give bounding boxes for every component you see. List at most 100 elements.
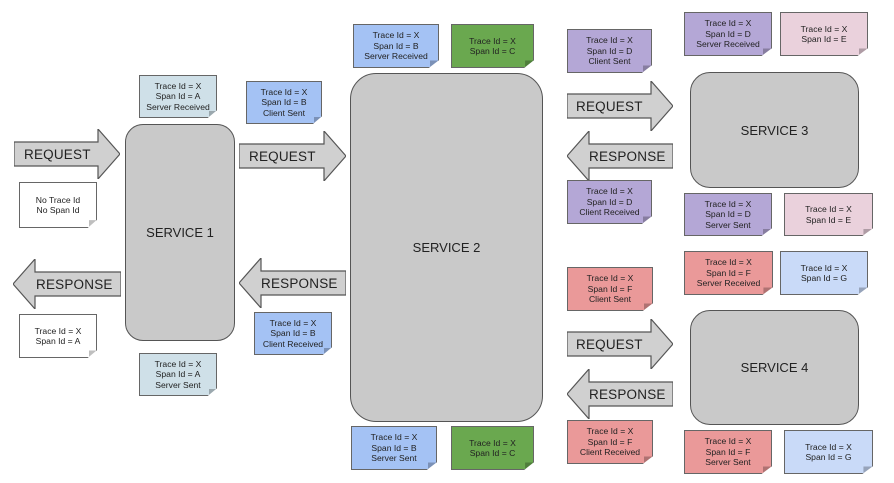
note-f-client-received: Trace Id = X Span Id = F Client Received — [567, 420, 653, 464]
note-d-server-sent: Trace Id = X Span Id = D Server Sent — [684, 193, 772, 236]
note-line: Span Id = A — [155, 91, 201, 102]
response-arrow-1: RESPONSE — [13, 259, 121, 309]
note-s1-server-sent: Trace Id = X Span Id = A Server Sent — [139, 353, 217, 396]
note-line: Trace Id = X — [704, 198, 752, 209]
note-b-client-sent: Trace Id = X Span Id = B Client Sent — [246, 81, 322, 124]
note-line: Span Id = F — [706, 267, 751, 278]
note-line: Trace Id = X — [704, 18, 752, 29]
note-line: Span Id = E — [805, 214, 852, 225]
note-s1-server-received: Trace Id = X Span Id = A Server Received — [139, 75, 217, 118]
note-line: Span Id = B — [371, 442, 417, 453]
note-line: Trace Id = X — [586, 186, 633, 197]
note-line: Trace Id = X — [370, 432, 418, 443]
note-e-bottom: Trace Id = X Span Id = E — [784, 193, 873, 236]
note-line: Span Id = D — [586, 45, 633, 56]
request-arrow-2: REQUEST — [239, 131, 346, 181]
request-label-1: REQUEST — [24, 146, 91, 162]
note-line: Span Id = F — [587, 436, 633, 447]
response-label-4: RESPONSE — [589, 386, 666, 402]
request-label-3: REQUEST — [576, 98, 643, 114]
note-line: Span Id = G — [805, 452, 852, 462]
note-line: Server Sent — [705, 219, 751, 230]
note-line: Span Id = A — [155, 369, 201, 380]
note-d-server-received: Trace Id = X Span Id = D Server Received — [684, 12, 772, 56]
request-arrow-1: REQUEST — [14, 129, 120, 179]
note-b-client-received: Trace Id = X Span Id = B Client Received — [254, 312, 332, 355]
note-line: Span Id = B — [270, 328, 316, 339]
note-line: Client Sent — [262, 107, 306, 118]
note-line: Span Id = G — [800, 273, 848, 283]
note-line: Server Received — [696, 278, 761, 289]
note-line: Trace Id = X — [154, 80, 202, 91]
note-line: Trace Id = X — [805, 204, 852, 214]
note-line: Span Id = F — [587, 283, 633, 294]
note-line: Client Received — [579, 207, 640, 218]
note-line: Client Received — [262, 338, 324, 349]
note-line: No Trace Id — [35, 194, 81, 205]
service-3-box: SERVICE 3 — [690, 72, 859, 188]
note-line: Trace Id = X — [705, 257, 752, 268]
note-line: Span Id = C — [469, 46, 516, 56]
note-c-top: Trace Id = X Span Id = C — [451, 24, 534, 68]
note-b-server-received: Trace Id = X Span Id = B Server Received — [353, 24, 439, 68]
note-f-server-received: Trace Id = X Span Id = F Server Received — [684, 251, 773, 295]
response-arrow-4: RESPONSE — [567, 369, 673, 419]
note-line: No Span Id — [36, 205, 80, 215]
note-line: Span Id = C — [469, 448, 516, 458]
service-4-label: SERVICE 4 — [740, 360, 809, 375]
request-label-2: REQUEST — [249, 148, 316, 164]
note-d-client-sent: Trace Id = X Span Id = D Client Sent — [567, 29, 652, 73]
note-no-trace: No Trace Id No Span Id — [19, 182, 97, 228]
note-line: Server Sent — [705, 457, 751, 468]
note-line: Trace Id = X — [469, 437, 516, 448]
note-line: Trace Id = X — [805, 441, 852, 452]
note-line: Span Id = E — [801, 34, 847, 44]
request-label-4: REQUEST — [576, 336, 643, 352]
note-f-server-sent: Trace Id = X Span Id = F Server Sent — [684, 430, 772, 474]
service-4-box: SERVICE 4 — [690, 310, 859, 425]
note-line: Server Received — [696, 39, 760, 50]
note-line: Trace Id = X — [469, 35, 516, 46]
note-line: Trace Id = X — [260, 86, 308, 97]
note-line: Span Id = B — [373, 40, 419, 51]
response-arrow-2: RESPONSE — [239, 258, 346, 308]
note-line: Trace Id = X — [586, 426, 634, 437]
service-3-label: SERVICE 3 — [740, 122, 809, 138]
note-e-top: Trace Id = X Span Id = E — [780, 12, 868, 56]
note-line: Trace Id = X — [800, 262, 848, 273]
request-arrow-4: REQUEST — [567, 319, 673, 369]
note-line: Trace Id = X — [586, 35, 633, 46]
note-f-client-sent: Trace Id = X Span Id = F Client Sent — [567, 267, 653, 311]
note-line: Span Id = D — [586, 196, 633, 207]
note-line: Client Sent — [588, 56, 631, 67]
note-line: Trace Id = X — [34, 325, 82, 336]
note-g-top: Trace Id = X Span Id = G — [780, 251, 868, 295]
note-b-server-sent: Trace Id = X Span Id = B Server Sent — [351, 426, 437, 470]
note-line: Client Sent — [588, 294, 632, 305]
note-c-bottom: Trace Id = X Span Id = C — [451, 426, 534, 470]
request-arrow-3: REQUEST — [567, 81, 673, 131]
note-line: Server Received — [146, 101, 210, 112]
note-d-client-received: Trace Id = X Span Id = D Client Received — [567, 180, 652, 224]
service-2-label: SERVICE 2 — [412, 240, 481, 255]
note-line: Trace Id = X — [269, 317, 317, 328]
note-line: Trace Id = X — [586, 273, 634, 284]
note-line: Span Id = D — [705, 28, 751, 39]
note-line: Span Id = A — [35, 336, 81, 346]
response-label-3: RESPONSE — [589, 148, 666, 164]
note-line: Server Sent — [155, 379, 201, 390]
note-line: Span Id = F — [705, 446, 751, 457]
response-label-2: RESPONSE — [261, 275, 338, 291]
service-2-box: SERVICE 2 — [350, 73, 543, 422]
response-arrow-3: RESPONSE — [567, 131, 673, 181]
note-g-bottom: Trace Id = X Span Id = G — [784, 430, 873, 474]
response-label-1: RESPONSE — [36, 276, 113, 292]
note-line: Trace Id = X — [800, 23, 848, 34]
note-line: Span Id = D — [705, 209, 751, 220]
service-1-box: SERVICE 1 — [125, 124, 235, 341]
note-line: Trace Id = X — [372, 30, 420, 41]
note-line: Client Received — [579, 447, 641, 458]
note-line: Server Sent — [371, 453, 417, 464]
note-line: Server Received — [364, 51, 428, 62]
service-1-label: SERVICE 1 — [146, 225, 214, 240]
